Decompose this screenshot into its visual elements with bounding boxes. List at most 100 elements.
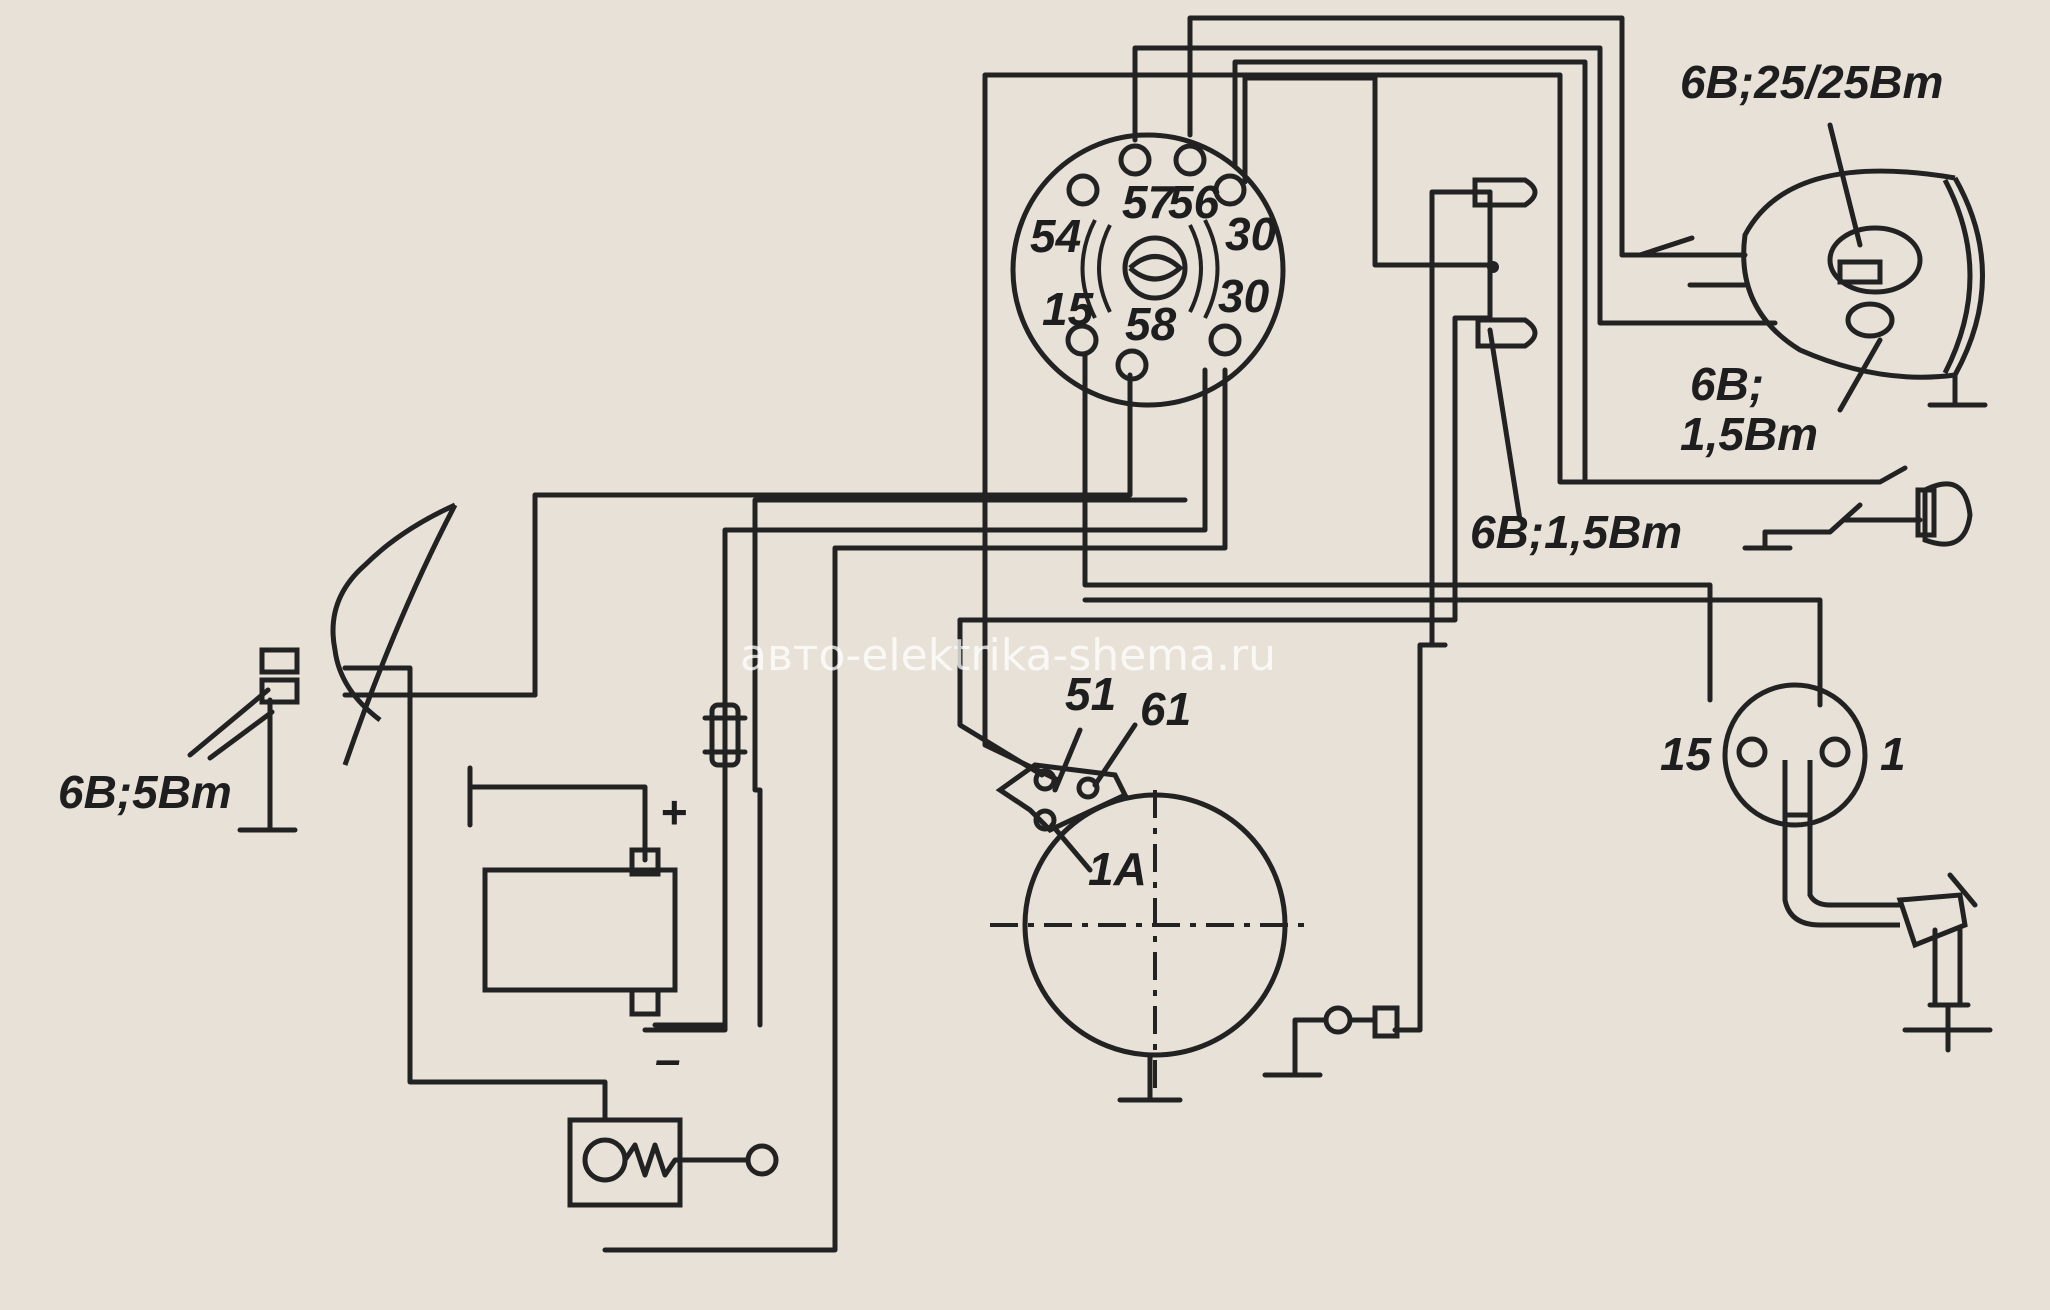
gen-terminal-1a [1033, 808, 1057, 832]
generator-ground [1117, 1052, 1183, 1103]
terminal-15 [1065, 323, 1099, 357]
wire-battery-minus [642, 757, 728, 1033]
leader-indicator [1487, 327, 1523, 523]
label-parking-1: 6В; [1690, 358, 1764, 410]
switch-arc-left-2 [1097, 224, 1112, 313]
headlamp: 6В;25/25Вт 6В; 1,5Вт [1680, 56, 1988, 460]
label-headlamp-main: 6В;25/25Вт [1680, 56, 1943, 108]
terminal-54 [1066, 173, 1100, 207]
label-switch-30b: 30 [1218, 270, 1270, 322]
indicator-lamp-2 [1475, 317, 1538, 349]
fuse-caps [702, 715, 748, 755]
label-tail-lamps: 6В;5Вт [58, 766, 232, 818]
wire-ground-button [1392, 642, 1448, 1033]
wiring-harness [342, 15, 1908, 1253]
wire-indicator-lower [957, 262, 1493, 623]
side-lamp-bulb-1 [259, 647, 300, 675]
leader-parking [1837, 337, 1883, 413]
ground-switch-wiring [1262, 1017, 1378, 1078]
label-switch-58: 58 [1125, 298, 1177, 350]
side-lamp-ground [237, 697, 298, 833]
side-lamp-lens [342, 503, 458, 766]
label-switch-57: 57 [1122, 176, 1176, 228]
label-coil-15: 15 [1660, 728, 1713, 780]
terminal-30b [1208, 323, 1242, 357]
generator-leaders [1049, 722, 1138, 873]
label-battery-plus: + [660, 786, 687, 838]
label-battery-minus: – [655, 1033, 681, 1085]
label-gen-61: 61 [1140, 683, 1191, 735]
switch-arc-left-1 [1080, 219, 1097, 319]
terminal-56 [1173, 143, 1207, 177]
side-lamp: 6В;5Вт [58, 502, 458, 833]
ground-switch [1262, 1005, 1400, 1078]
wire-coil-1 [1082, 597, 1823, 708]
battery-minus-terminal [629, 987, 661, 1017]
stop-lamp-base [1915, 487, 1937, 538]
stop-lamp [1922, 481, 1973, 547]
wire-headlamp-switch [1619, 235, 1695, 258]
wire-top-2 [1132, 45, 1778, 326]
junction-dot [1487, 261, 1499, 273]
switch-body [1010, 132, 1286, 408]
gen-terminal-51 [1033, 768, 1057, 792]
headlamp-bulb [1827, 225, 1923, 295]
label-switch-30a: 30 [1225, 208, 1277, 260]
switch-terminals [1065, 143, 1247, 382]
label-gen-51: 51 [1065, 668, 1116, 720]
leader-headlamp-main [1827, 122, 1863, 248]
label-coil-1: 1 [1880, 728, 1906, 780]
fuse-body [709, 702, 741, 768]
switch-center-key [1122, 235, 1188, 301]
ignition-coil: 15 1 [1660, 682, 1993, 1053]
label-switch-56: 56 [1168, 176, 1220, 228]
ground-switch-plunger [1372, 1005, 1400, 1039]
wire-battery-plus [467, 784, 648, 863]
headlamp-ground [1927, 372, 1988, 408]
coil-terminal-1 [1819, 736, 1851, 768]
switch-arc-right-1 [1203, 219, 1220, 319]
battery-plus-terminal [629, 847, 661, 877]
gen-terminal-61 [1076, 776, 1100, 800]
coil-body [1722, 682, 1868, 828]
parking-bulb [1845, 301, 1895, 339]
side-lamp-bulb-2 [259, 677, 300, 705]
watermark: авто-elektrika-shema.ru [740, 630, 1276, 681]
label-switch-54: 54 [1030, 210, 1081, 262]
label-indicator-lamps: 6В;1,5Вт [1470, 506, 1682, 558]
coil-output [1782, 760, 1813, 818]
headlamp-socket [1837, 259, 1883, 285]
fuse [702, 702, 748, 768]
headlamp-housing [1741, 168, 1956, 380]
stop-switch-contacts [1762, 502, 1923, 535]
indicator-lamps: 6В;1,5Вт [1470, 177, 1682, 558]
voltage-regulator [567, 1117, 779, 1208]
spark-plug-cap [1896, 892, 1968, 949]
stop-switch-ground [1742, 529, 1793, 551]
regulator-resistor [622, 1142, 748, 1178]
terminal-30a [1213, 173, 1247, 207]
wire-15-down [1082, 352, 1713, 703]
indicator-lamp-1 [1472, 177, 1538, 208]
wire-top-1 [1187, 15, 1748, 258]
battery: + – [467, 765, 687, 1085]
hv-lead-inner [1807, 815, 1900, 908]
wire-top-5 [1242, 75, 1493, 268]
generator-terminal-block [995, 762, 1129, 834]
label-parking-2: 1,5Вт [1680, 408, 1818, 460]
wire-30-down [602, 367, 1228, 1253]
switch-arc-right-2 [1188, 224, 1203, 313]
stop-light-switch [1742, 481, 1973, 551]
battery-body [482, 867, 678, 993]
hv-lead-outer [1782, 815, 1900, 928]
spark-plug [1902, 872, 1993, 1053]
wire-left-lamp-2 [342, 665, 608, 1123]
terminal-58 [1115, 348, 1149, 382]
switch-key-slot [1128, 254, 1184, 282]
wire-top-4 [982, 72, 1908, 573]
label-switch-15: 15 [1042, 283, 1095, 335]
leader-side-lamp [187, 687, 275, 761]
ground-switch-contact [1323, 1005, 1353, 1035]
generator: 51 61 1А [990, 668, 1310, 1103]
